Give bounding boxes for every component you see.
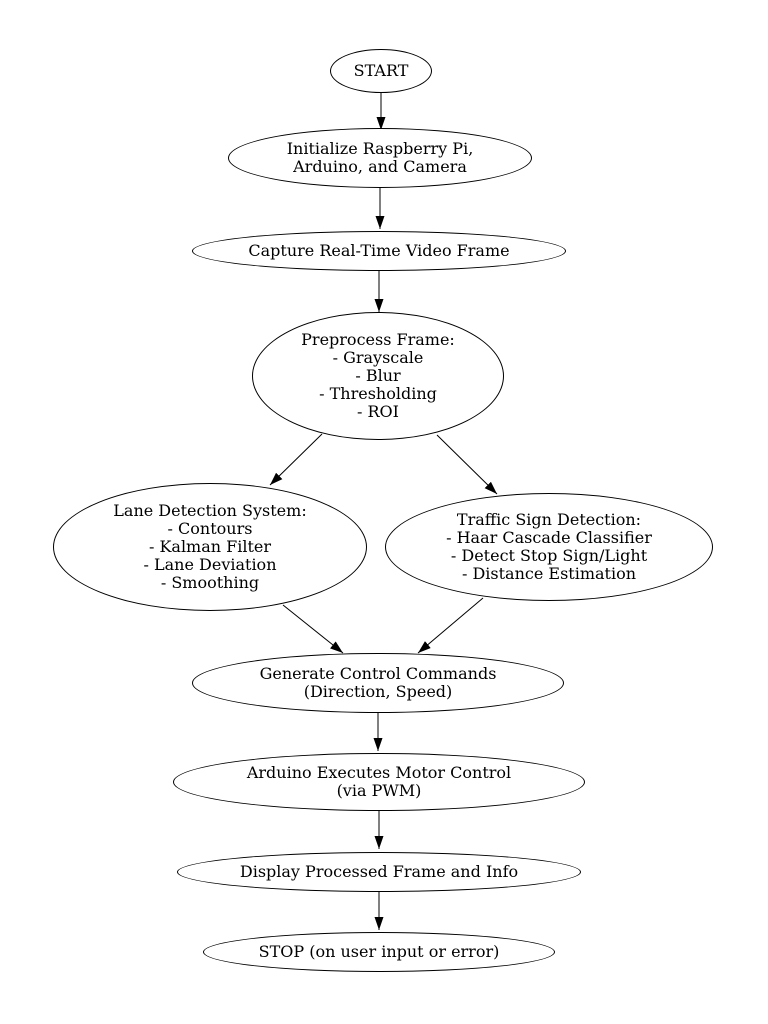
node-label: Generate Control Commands	[259, 664, 497, 683]
node-initialize: Initialize Raspberry Pi, Arduino, and Ca…	[228, 128, 532, 188]
node-label: (via PWM)	[336, 781, 422, 800]
node-label: Display Processed Frame and Info	[239, 862, 519, 881]
node-label: - Kalman Filter	[148, 537, 272, 556]
edge-preprocess-traffic	[436, 434, 498, 495]
edge-traffic-generate	[417, 597, 484, 654]
node-label: - Detect Stop Sign/Light	[450, 546, 648, 565]
node-label: - Contours	[167, 519, 253, 538]
node-preprocess-frame: Preprocess Frame: - Grayscale - Blur - T…	[252, 312, 504, 440]
node-label: - Grayscale	[332, 348, 424, 367]
node-generate-commands: Generate Control Commands (Direction, Sp…	[192, 653, 564, 713]
edge-lane-generate	[282, 604, 344, 654]
node-display-frame: Display Processed Frame and Info	[177, 852, 581, 892]
node-label: - Thresholding	[319, 384, 437, 403]
node-start: START	[330, 49, 432, 93]
node-lane-detection: Lane Detection System: - Contours - Kalm…	[53, 483, 367, 611]
node-label: Preprocess Frame:	[301, 330, 455, 349]
node-label: Lane Detection System:	[113, 501, 307, 520]
node-label: Arduino Executes Motor Control	[246, 763, 512, 782]
node-label: - ROI	[357, 402, 399, 421]
node-label: - Lane Deviation	[143, 555, 277, 574]
node-label: Initialize Raspberry Pi,	[286, 139, 474, 158]
node-capture-frame: Capture Real-Time Video Frame	[192, 231, 566, 271]
node-label: Capture Real-Time Video Frame	[248, 241, 510, 260]
node-label: STOP (on user input or error)	[258, 942, 500, 961]
node-label: - Distance Estimation	[461, 564, 637, 583]
node-label: - Haar Cascade Classifier	[446, 528, 652, 547]
node-label: - Blur	[355, 366, 401, 385]
node-label: Arduino, and Camera	[293, 157, 467, 176]
edge-preprocess-lane	[269, 433, 323, 486]
node-label: START	[353, 61, 409, 80]
node-label: Traffic Sign Detection:	[456, 510, 642, 529]
node-label: - Smoothing	[160, 573, 260, 592]
node-arduino-motor-control: Arduino Executes Motor Control (via PWM)	[173, 753, 585, 811]
node-label: (Direction, Speed)	[303, 682, 453, 701]
node-traffic-sign-detection: Traffic Sign Detection: - Haar Cascade C…	[385, 493, 713, 601]
node-stop: STOP (on user input or error)	[203, 932, 555, 972]
